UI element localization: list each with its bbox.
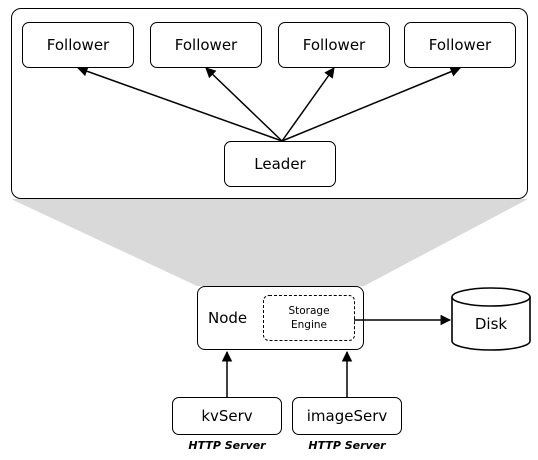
follower-box-2: Follower bbox=[150, 22, 262, 68]
follower-label: Follower bbox=[302, 36, 366, 54]
imageserv-caption: HTTP Server bbox=[308, 439, 386, 452]
kvserv-caption: HTTP Server bbox=[188, 439, 266, 452]
arrow-leader-to-follower-2 bbox=[205, 67, 283, 142]
storage-engine-line-2: Engine bbox=[291, 319, 327, 331]
follower-label: Follower bbox=[428, 36, 492, 54]
imageserv-label: imageServ bbox=[306, 407, 388, 425]
follower-box-1: Follower bbox=[22, 22, 134, 68]
leader-label: Leader bbox=[254, 155, 306, 173]
node-label: Node bbox=[208, 309, 248, 327]
follower-label: Follower bbox=[46, 36, 110, 54]
arrow-leader-to-follower-1 bbox=[77, 66, 283, 142]
disk-label: Disk bbox=[474, 315, 508, 333]
leader-box: Leader bbox=[224, 141, 336, 187]
follower-box-4: Follower bbox=[404, 22, 516, 68]
storage-engine-box: Storage Engine bbox=[263, 295, 355, 341]
arrow-leader-to-follower-3 bbox=[281, 67, 335, 142]
follower-label: Follower bbox=[174, 36, 238, 54]
kvserv-label: kvServ bbox=[201, 407, 253, 425]
imageserv-box: imageServ bbox=[292, 397, 402, 435]
kvserv-box: kvServ bbox=[172, 397, 282, 435]
follower-box-3: Follower bbox=[278, 22, 390, 68]
zoom-projection bbox=[11, 199, 528, 286]
storage-engine-line-1: Storage bbox=[288, 305, 330, 317]
arrow-leader-to-follower-4 bbox=[281, 66, 461, 142]
node-box: Node Storage Engine bbox=[197, 286, 364, 350]
